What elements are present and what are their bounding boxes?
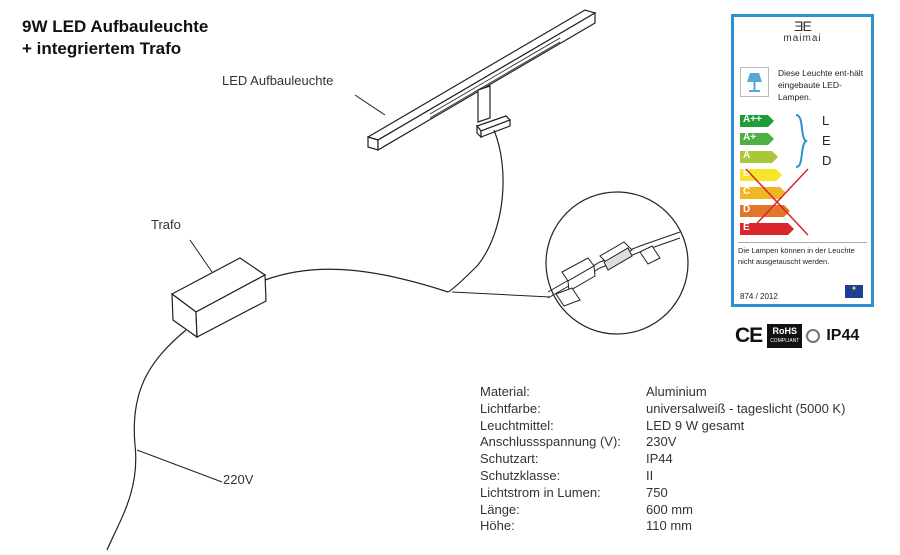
spec-key: Lichtfarbe:: [480, 400, 541, 416]
spec-table: Material: Aluminium Lichtfarbe: universalw…: [480, 384, 845, 535]
spec-value: LED 9 W gesamt: [646, 417, 745, 433]
spec-key: Leuchtmittel:: [480, 417, 554, 433]
label-voltage: 220V: [223, 472, 254, 487]
spec-row: Lichtstrom in Lumen: 750: [480, 485, 845, 502]
class-label: B: [743, 168, 751, 179]
spec-key: Höhe:: [480, 518, 515, 534]
class-label: A+: [743, 132, 757, 143]
rohs-subtext: COMPLIANT: [770, 338, 800, 344]
cable-transformer: [264, 268, 449, 293]
class-bar-c: C: [740, 186, 780, 199]
spec-row: Schutzklasse: II: [480, 468, 845, 485]
class-label: C: [743, 186, 751, 197]
lamp-icon: [740, 67, 769, 97]
led-letter: L: [822, 113, 830, 128]
class-bar-app: A++: [740, 114, 768, 127]
cable-luminaire: [447, 129, 504, 293]
ce-mark: CE: [735, 324, 763, 347]
energy-label: ƎE maimai Diese Leuchte ent-hält eingeba…: [731, 14, 874, 307]
spec-row: Material: Aluminium: [480, 384, 845, 401]
class-arrows-and-brace: [745, 114, 809, 236]
ip-rating: IP44: [826, 327, 860, 344]
spec-value: 110 mm: [646, 518, 692, 534]
title-line-2: + integriertem Trafo: [22, 39, 182, 58]
class-label: D: [743, 204, 751, 215]
spec-row: Leuchtmittel: LED 9 W gesamt: [480, 418, 845, 435]
spec-row: Höhe: 110 mm: [480, 518, 845, 535]
spec-key: Länge:: [480, 501, 520, 517]
spec-row: Anschlussspannung (V): 230V: [480, 434, 845, 451]
spec-key: Material:: [480, 384, 530, 399]
brand-logo: ƎE: [794, 18, 812, 34]
spec-value: IP44: [646, 451, 673, 467]
spec-value: Aluminium: [646, 384, 707, 399]
globe-icon: [806, 329, 821, 343]
led-letter: E: [822, 133, 831, 148]
spec-value: universalweiß - tageslicht (5000 K): [646, 400, 846, 416]
leader-luminaire: [354, 94, 386, 116]
label-notice: Die Lampen können in der Leuchte nicht a…: [738, 242, 867, 267]
regulation-number: 874 / 2012: [740, 292, 778, 301]
class-label: A: [743, 150, 751, 161]
connector-detail: [547, 231, 681, 307]
spec-value: 750: [646, 484, 668, 500]
brand-name: maimai: [783, 33, 822, 44]
spec-key: Anschlussspannung (V):: [480, 434, 621, 450]
certification-marks: CE RoHS COMPLIANT IP44: [735, 324, 859, 348]
class-bar-d: D: [740, 204, 784, 217]
led-letter: D: [822, 153, 832, 168]
class-bar-a: A: [740, 150, 772, 163]
spec-row: Länge: 600 mm: [480, 502, 845, 519]
label-transformer: Trafo: [151, 217, 181, 232]
page-title: 9W LED Aufbauleuchte + integriertem Traf…: [22, 16, 208, 60]
luminaire-drawing: [366, 9, 597, 152]
title-line-1: 9W LED Aufbauleuchte: [22, 17, 209, 36]
spec-key: Schutzklasse:: [480, 467, 561, 483]
class-bar-ap: A+: [740, 132, 768, 145]
class-bar-e: E: [740, 222, 788, 235]
cable-mains: [106, 329, 187, 551]
spec-key: Schutzart:: [480, 451, 539, 467]
spec-value: II: [646, 467, 654, 483]
spec-value: 230V: [646, 434, 677, 450]
leader-transformer: [189, 239, 213, 273]
eu-flag-icon: ✦: [845, 284, 863, 298]
brand: ƎE maimai: [734, 19, 871, 44]
label-luminaire: LED Aufbauleuchte: [222, 73, 334, 88]
spec-row: Lichtfarbe: universalweiß - tageslicht (5…: [480, 401, 845, 418]
spec-key: Lichtstrom in Lumen:: [480, 484, 601, 500]
spec-row: Schutzart: IP44: [480, 451, 845, 468]
class-label: E: [743, 222, 750, 233]
rohs-text: RoHS: [772, 326, 798, 336]
rohs-badge: RoHS COMPLIANT: [767, 324, 803, 348]
transformer-drawing: [170, 257, 267, 339]
class-label: A++: [743, 114, 762, 125]
detail-leader: [451, 291, 551, 298]
label-description: Diese Leuchte ent-hält eingebaute LED-La…: [778, 68, 864, 102]
spec-value: 600 mm: [646, 501, 693, 517]
leader-voltage: [136, 449, 223, 483]
